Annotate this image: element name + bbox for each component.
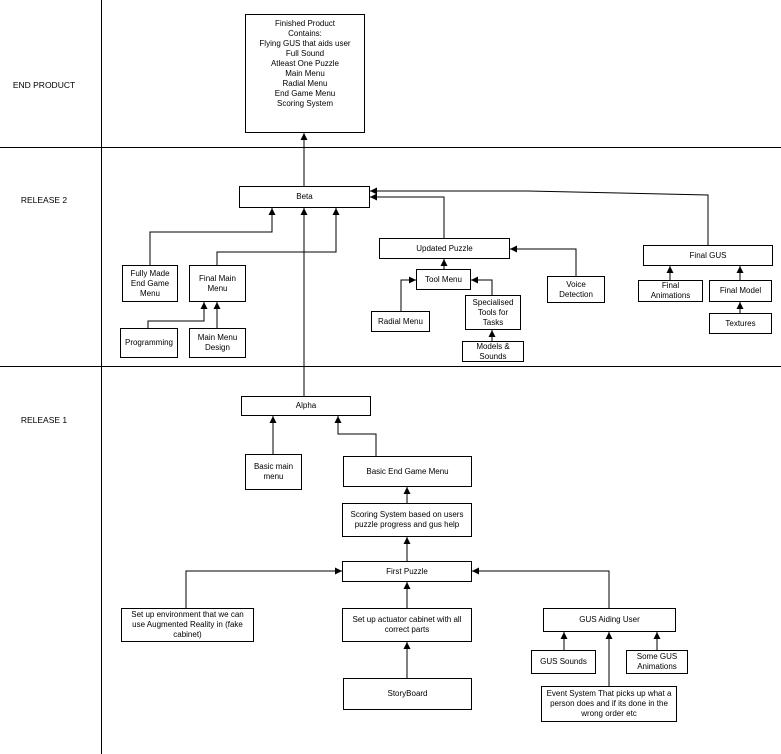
node-radial-menu: Radial Menu xyxy=(371,311,430,332)
arrow-updated-puzzle-to-beta xyxy=(370,193,445,238)
node-final-model: Final Model xyxy=(709,280,772,302)
node-main-menu-design-label: Main Menu Design xyxy=(197,333,238,352)
node-finished-product-label: Finished Product Contains: Flying GUS th… xyxy=(259,19,351,108)
node-beta-label: Beta xyxy=(296,192,313,201)
node-final-gus-label: Final GUS xyxy=(689,250,727,260)
node-final-animations: Final Animations xyxy=(638,280,703,302)
node-some-gus-animations: Some GUS Animations xyxy=(626,650,688,674)
node-fully-made-end-game-menu-label: Fully Made End Game Menu xyxy=(130,268,170,298)
node-models-sounds: Models & Sounds xyxy=(462,341,524,362)
arrow-voice-detection-to-updated-puzzle xyxy=(510,245,577,276)
node-basic-main-menu-label: Basic main menu xyxy=(253,462,294,481)
node-final-animations-label: Final Animations xyxy=(650,281,691,300)
node-basic-main-menu: Basic main menu xyxy=(245,454,302,490)
node-models-sounds-label: Models & Sounds xyxy=(476,341,510,361)
node-scoring-system: Scoring System based on users puzzle pro… xyxy=(342,503,472,537)
node-storyboard: StoryBoard xyxy=(343,678,472,710)
node-voice-detection: Voice Detection xyxy=(547,276,605,303)
arrow-programming-to-final-main-menu xyxy=(147,302,208,328)
node-some-gus-animations-label: Some GUS Animations xyxy=(636,652,678,671)
arrow-basic-end-game-menu-to-alpha xyxy=(334,416,377,456)
node-textures-label: Textures xyxy=(725,318,756,328)
node-basic-end-game-menu: Basic End Game Menu xyxy=(343,456,472,487)
node-updated-puzzle-label: Updated Puzzle xyxy=(416,243,473,253)
arrow-environment-to-first-puzzle xyxy=(185,567,342,608)
node-alpha-label: Alpha xyxy=(295,401,317,410)
node-tool-menu-label: Tool Menu xyxy=(425,274,462,284)
node-basic-end-game-menu-label: Basic End Game Menu xyxy=(366,466,449,476)
node-event-system: Event System That picks up what a person… xyxy=(541,686,677,722)
lane-label-release-1: RELEASE 1 xyxy=(20,415,68,425)
arrow-gus-aiding-user-to-first-puzzle xyxy=(472,567,610,608)
node-updated-puzzle: Updated Puzzle xyxy=(379,238,510,259)
node-tool-menu: Tool Menu xyxy=(416,269,471,290)
lane-label-release-2: RELEASE 2 xyxy=(20,195,68,205)
node-voice-detection-label: Voice Detection xyxy=(559,279,593,299)
lane-label-end-product: END PRODUCT xyxy=(12,80,76,90)
node-main-menu-design: Main Menu Design xyxy=(189,328,246,358)
node-gus-sounds-label: GUS Sounds xyxy=(540,657,587,666)
node-specialised-tools: Specialised Tools for Tasks xyxy=(465,295,521,330)
node-first-puzzle-label: First Puzzle xyxy=(386,566,428,576)
node-fully-made-end-game-menu: Fully Made End Game Menu xyxy=(122,265,178,302)
node-gus-aiding-user: GUS Aiding User xyxy=(543,608,676,632)
node-textures: Textures xyxy=(709,313,772,334)
arrow-specialised-tools-to-tool-menu xyxy=(471,276,493,295)
node-set-up-actuator-label: Set up actuator cabinet with all correct… xyxy=(352,615,462,634)
node-final-gus: Final GUS xyxy=(643,245,773,266)
node-specialised-tools-label: Specialised Tools for Tasks xyxy=(472,297,514,327)
node-first-puzzle: First Puzzle xyxy=(342,561,472,582)
node-set-up-actuator: Set up actuator cabinet with all correct… xyxy=(342,608,472,642)
node-gus-sounds: GUS Sounds xyxy=(531,650,596,674)
node-alpha: Alpha xyxy=(241,396,371,416)
node-event-system-label: Event System That picks up what a person… xyxy=(546,689,672,718)
node-scoring-system-label: Scoring System based on users puzzle pro… xyxy=(350,510,464,529)
node-set-up-environment: Set up environment that we can use Augme… xyxy=(121,608,254,642)
node-radial-menu-label: Radial Menu xyxy=(378,316,423,326)
node-beta: Beta xyxy=(239,186,370,208)
arrow-radial-menu-to-tool-menu xyxy=(400,276,416,311)
node-set-up-environment-label: Set up environment that we can use Augme… xyxy=(131,610,244,639)
node-programming-label: Programming xyxy=(124,338,173,347)
node-final-model-label: Final Model xyxy=(719,286,762,295)
node-storyboard-label: StoryBoard xyxy=(387,689,428,698)
node-gus-aiding-user-label: GUS Aiding User xyxy=(579,615,640,624)
arrow-end-game-menu-to-beta xyxy=(149,208,276,265)
arrow-final-main-menu-to-beta xyxy=(216,208,340,265)
node-programming: Programming xyxy=(120,328,178,358)
node-final-main-menu: Final Main Menu xyxy=(189,265,246,302)
node-finished-product: Finished Product Contains: Flying GUS th… xyxy=(245,14,365,133)
node-final-main-menu-label: Final Main Menu xyxy=(199,273,236,293)
arrow-final-gus-to-beta xyxy=(370,187,709,245)
